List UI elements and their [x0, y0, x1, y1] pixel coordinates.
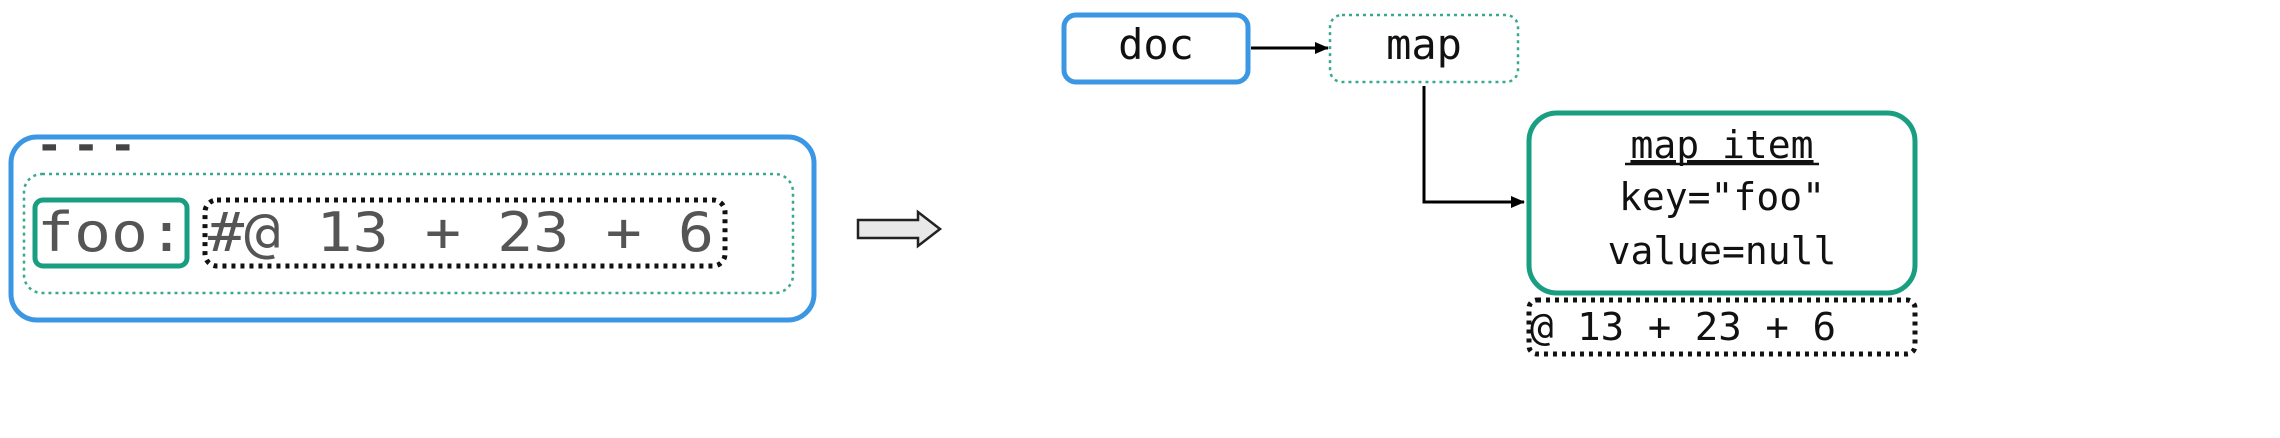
- yaml-source-panel: --- foo: #@ 13 + 23 + 6: [8, 120, 817, 323]
- comment-text: #@ 13 + 23 + 6: [208, 201, 714, 264]
- map-node-label: map: [1386, 20, 1462, 69]
- doc-node: [1061, 12, 1251, 85]
- key-box: [32, 197, 190, 269]
- annotation-text: @ 13 + 23 + 6: [1530, 305, 1836, 349]
- map-to-item-edge: [1422, 86, 1525, 208]
- map-item-node: [1526, 110, 1918, 296]
- doc-node-label: doc: [1118, 20, 1194, 69]
- map-item-key: key="foo": [1619, 175, 1825, 219]
- map-node: [1328, 13, 1520, 84]
- map-item-title: map item: [1630, 123, 1813, 167]
- map-item-value: value=null: [1608, 229, 1837, 273]
- tree-panel: doc map map item key="foo" value=null @ …: [1061, 12, 1918, 357]
- transform-arrow-icon: [856, 209, 943, 249]
- document-box: [8, 134, 817, 323]
- map-region-box: [22, 172, 795, 295]
- document-marker: ---: [36, 120, 136, 171]
- key-text: foo:: [37, 201, 185, 264]
